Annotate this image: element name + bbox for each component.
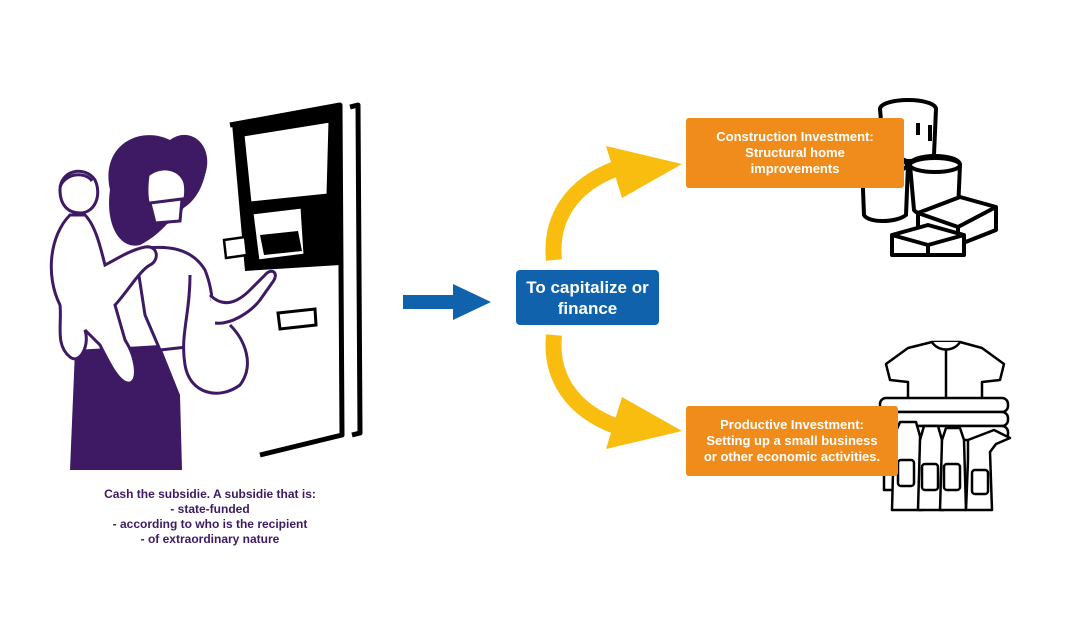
productive-line-2: Setting up a small business (706, 433, 878, 448)
construction-line-3: improvements (750, 161, 840, 176)
construction-title: Construction Investment: (716, 129, 874, 144)
caption-line-2: - state-funded (170, 502, 250, 516)
caption-line-4: - of extraordinary nature (140, 532, 280, 546)
center-line-1: To capitalize or (526, 277, 649, 297)
productive-title: Productive Investment: (720, 417, 864, 432)
productive-line-3: or other economic activities. (703, 449, 881, 464)
caption-line-3: - according to who is the recipient (112, 517, 308, 531)
center-line-2: finance (557, 298, 618, 318)
subsidy-caption: Cash the subsidie. A subsidie that is: -… (60, 487, 360, 547)
productive-investment-box: Productive Investment: Setting up a smal… (686, 406, 898, 476)
capitalize-or-finance-box: To capitalize or finance (516, 270, 659, 325)
woman-with-child-at-atm-icon (49, 102, 363, 470)
construction-line-2: Structural home (745, 145, 845, 160)
yellow-arrow-down-icon (545, 334, 682, 449)
caption-line-1: Cash the subsidie. A subsidie that is: (104, 487, 316, 501)
construction-investment-box: Construction Investment: Structural home… (686, 118, 904, 188)
yellow-arrow-up-icon (545, 146, 682, 261)
blue-arrow-icon (403, 284, 491, 320)
